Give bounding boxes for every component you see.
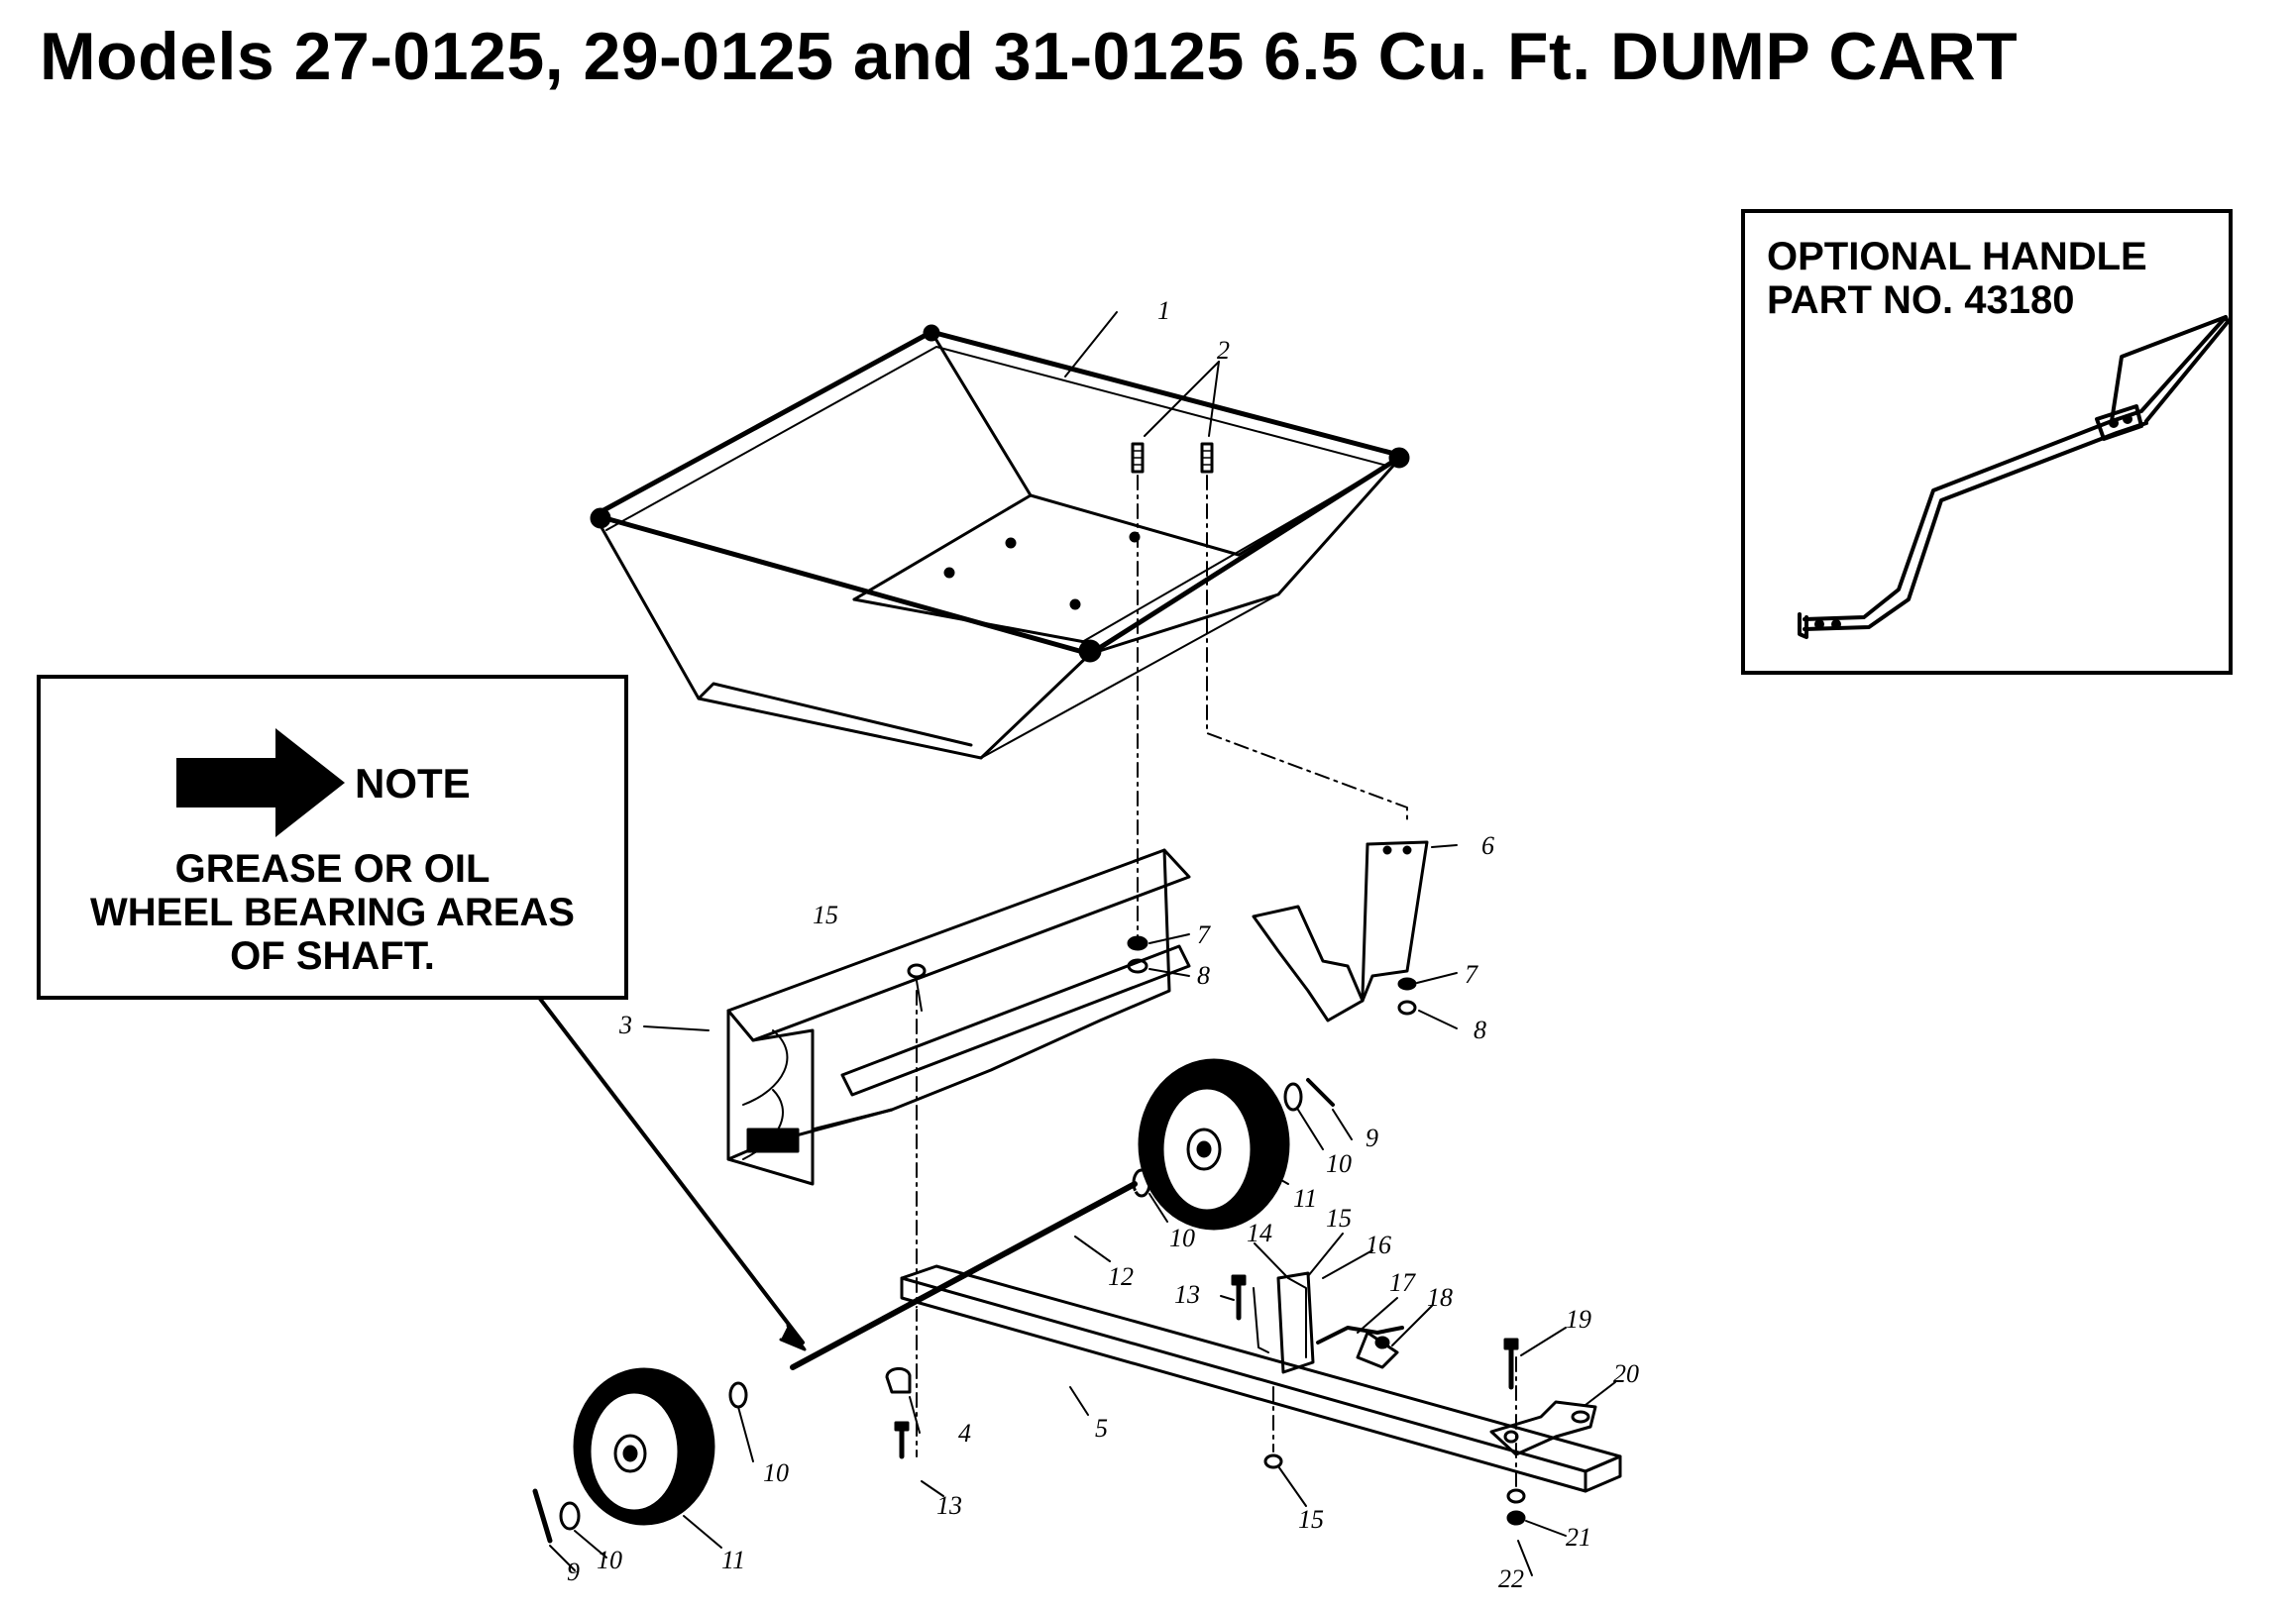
callout-8a: 8 — [1197, 961, 1210, 990]
wheel-right — [1138, 1058, 1290, 1231]
callout-10b: 10 — [1169, 1224, 1195, 1252]
callout-14: 14 — [1247, 1219, 1272, 1247]
callout-15a: 15 — [813, 901, 838, 929]
wheel-hardware — [532, 1078, 1335, 1544]
right-arrow-icon — [176, 728, 345, 837]
callout-11b: 11 — [721, 1546, 745, 1574]
note-text-line: GREASE OR OIL — [174, 847, 491, 891]
callout-10a: 10 — [1326, 1149, 1352, 1178]
callout-4: 4 — [958, 1419, 971, 1448]
callout-10c: 10 — [763, 1458, 789, 1487]
callout-2: 2 — [1217, 336, 1230, 365]
callout-numbers: 1 2 3 4 5 6 7 7 8 8 9 9 10 10 10 10 11 1… — [567, 296, 1639, 1593]
carriage-bolts — [1131, 442, 1214, 474]
callout-7b: 7 — [1465, 960, 1478, 989]
note-box: NOTE GREASE OR OIL WHEEL BEARING AREAS O… — [37, 675, 628, 1000]
hex-bolts — [885, 1274, 1247, 1459]
washers-nuts — [907, 935, 1526, 1526]
callout-16: 16 — [1366, 1231, 1391, 1259]
dump-tub — [590, 324, 1410, 760]
note-label: NOTE — [355, 760, 471, 807]
callout-8b: 8 — [1474, 1016, 1486, 1044]
callout-13b: 13 — [936, 1491, 962, 1520]
optional-handle-part-number: PART NO. 43180 — [1767, 278, 2075, 322]
callout-13a: 13 — [1174, 1280, 1200, 1309]
wheel-left — [573, 1367, 715, 1526]
callout-6: 6 — [1481, 831, 1494, 860]
optional-handle-drawing — [1798, 315, 2229, 639]
note-text-line: WHEEL BEARING AREAS — [90, 891, 575, 934]
callout-9b: 9 — [567, 1558, 580, 1586]
support-bracket — [1252, 840, 1429, 1022]
callout-12: 12 — [1108, 1262, 1134, 1291]
callout-15b: 15 — [1326, 1204, 1352, 1233]
callout-9a: 9 — [1366, 1124, 1378, 1152]
callout-3: 3 — [618, 1011, 632, 1039]
optional-handle-box: OPTIONAL HANDLE PART NO. 43180 — [1741, 209, 2233, 675]
leader-lines — [549, 311, 1616, 1576]
callout-18: 18 — [1427, 1283, 1453, 1312]
hitch-plate — [1489, 1338, 1597, 1456]
callout-15c: 15 — [1298, 1505, 1324, 1534]
optional-handle-title: OPTIONAL HANDLE — [1767, 235, 2147, 278]
callout-19: 19 — [1566, 1305, 1591, 1334]
note-text-line: OF SHAFT. — [230, 934, 435, 978]
tongue — [900, 1264, 1622, 1493]
axle-shaft — [790, 1181, 1141, 1373]
callout-5: 5 — [1095, 1414, 1108, 1443]
callout-10d: 10 — [597, 1546, 622, 1574]
callout-11a: 11 — [1293, 1184, 1317, 1213]
callout-21: 21 — [1566, 1523, 1591, 1552]
callout-20: 20 — [1613, 1359, 1639, 1388]
callout-1: 1 — [1157, 296, 1170, 325]
callout-7a: 7 — [1197, 920, 1211, 949]
hitch-assembly — [1253, 1271, 1404, 1374]
main-frame — [726, 848, 1191, 1186]
note-pointer-arrow — [538, 997, 807, 1351]
callout-22: 22 — [1498, 1564, 1524, 1593]
callout-17: 17 — [1389, 1268, 1416, 1297]
page-title: Models 27-0125, 29-0125 and 31-0125 6.5 … — [40, 19, 2019, 94]
